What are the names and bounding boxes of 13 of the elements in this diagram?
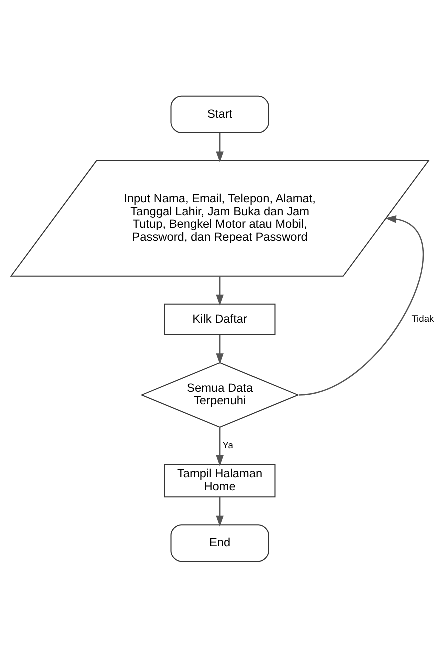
node-box: Tampil Halaman Home bbox=[164, 464, 276, 498]
node-diamond: Semua Data Terpenuhi bbox=[140, 362, 300, 428]
node-box: Start bbox=[170, 96, 270, 134]
arrow bbox=[216, 428, 224, 467]
edge-label: Tidak bbox=[412, 314, 434, 324]
node-box: Kilk Daftar bbox=[164, 304, 276, 336]
arrow bbox=[216, 335, 224, 365]
arrow bbox=[298, 215, 424, 396]
arrow bbox=[216, 276, 224, 306]
node-box: End bbox=[170, 524, 270, 562]
edge-label: Ya bbox=[222, 440, 234, 451]
arrow bbox=[216, 133, 224, 163]
arrow bbox=[216, 497, 224, 527]
